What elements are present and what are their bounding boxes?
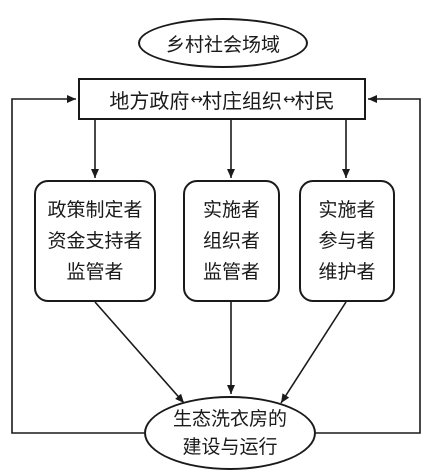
local-government-label: 地方政府 [109, 88, 190, 113]
actors-bar: 地方政府 ↔ 村庄组织 ↔ 村民 [78, 78, 366, 120]
eco-laundry-label-line2: 建设与运行 [182, 436, 278, 458]
rural-social-field-label: 乡村社会场域 [165, 33, 280, 56]
double-arrow-icon: ↔ [190, 90, 203, 108]
villager-roles-box: 实施者 参与者 维护者 [299, 180, 395, 302]
rural-social-field-ellipse: 乡村社会场域 [138, 18, 308, 68]
eco-laundry-ellipse: 生态洗衣房的 建设与运行 [144, 396, 316, 470]
role-line: 组织者 [202, 229, 260, 252]
role-line: 实施者 [202, 198, 260, 221]
role-line: 监管者 [66, 260, 124, 283]
role-line: 监管者 [202, 260, 260, 283]
role-line: 政策制定者 [47, 198, 143, 221]
role-line: 实施者 [318, 198, 376, 221]
village-org-roles-box: 实施者 组织者 监管者 [183, 180, 280, 302]
feedback-left-loop [11, 95, 144, 434]
government-roles-box: 政策制定者 资金支持者 监管者 [34, 180, 156, 302]
village-organization-label: 村庄组织 [202, 88, 282, 113]
eco-laundry-label-line1: 生态洗衣房的 [172, 408, 287, 430]
villagers-label: 村民 [294, 88, 335, 113]
feedback-right-loop [316, 95, 421, 434]
arrow-right-box-to-bottom [280, 301, 347, 404]
double-arrow-icon: ↔ [283, 90, 296, 108]
role-line: 维护者 [318, 260, 376, 283]
role-line: 资金支持者 [47, 229, 143, 252]
role-line: 参与者 [318, 229, 376, 252]
arrow-left-box-to-bottom [94, 301, 185, 404]
